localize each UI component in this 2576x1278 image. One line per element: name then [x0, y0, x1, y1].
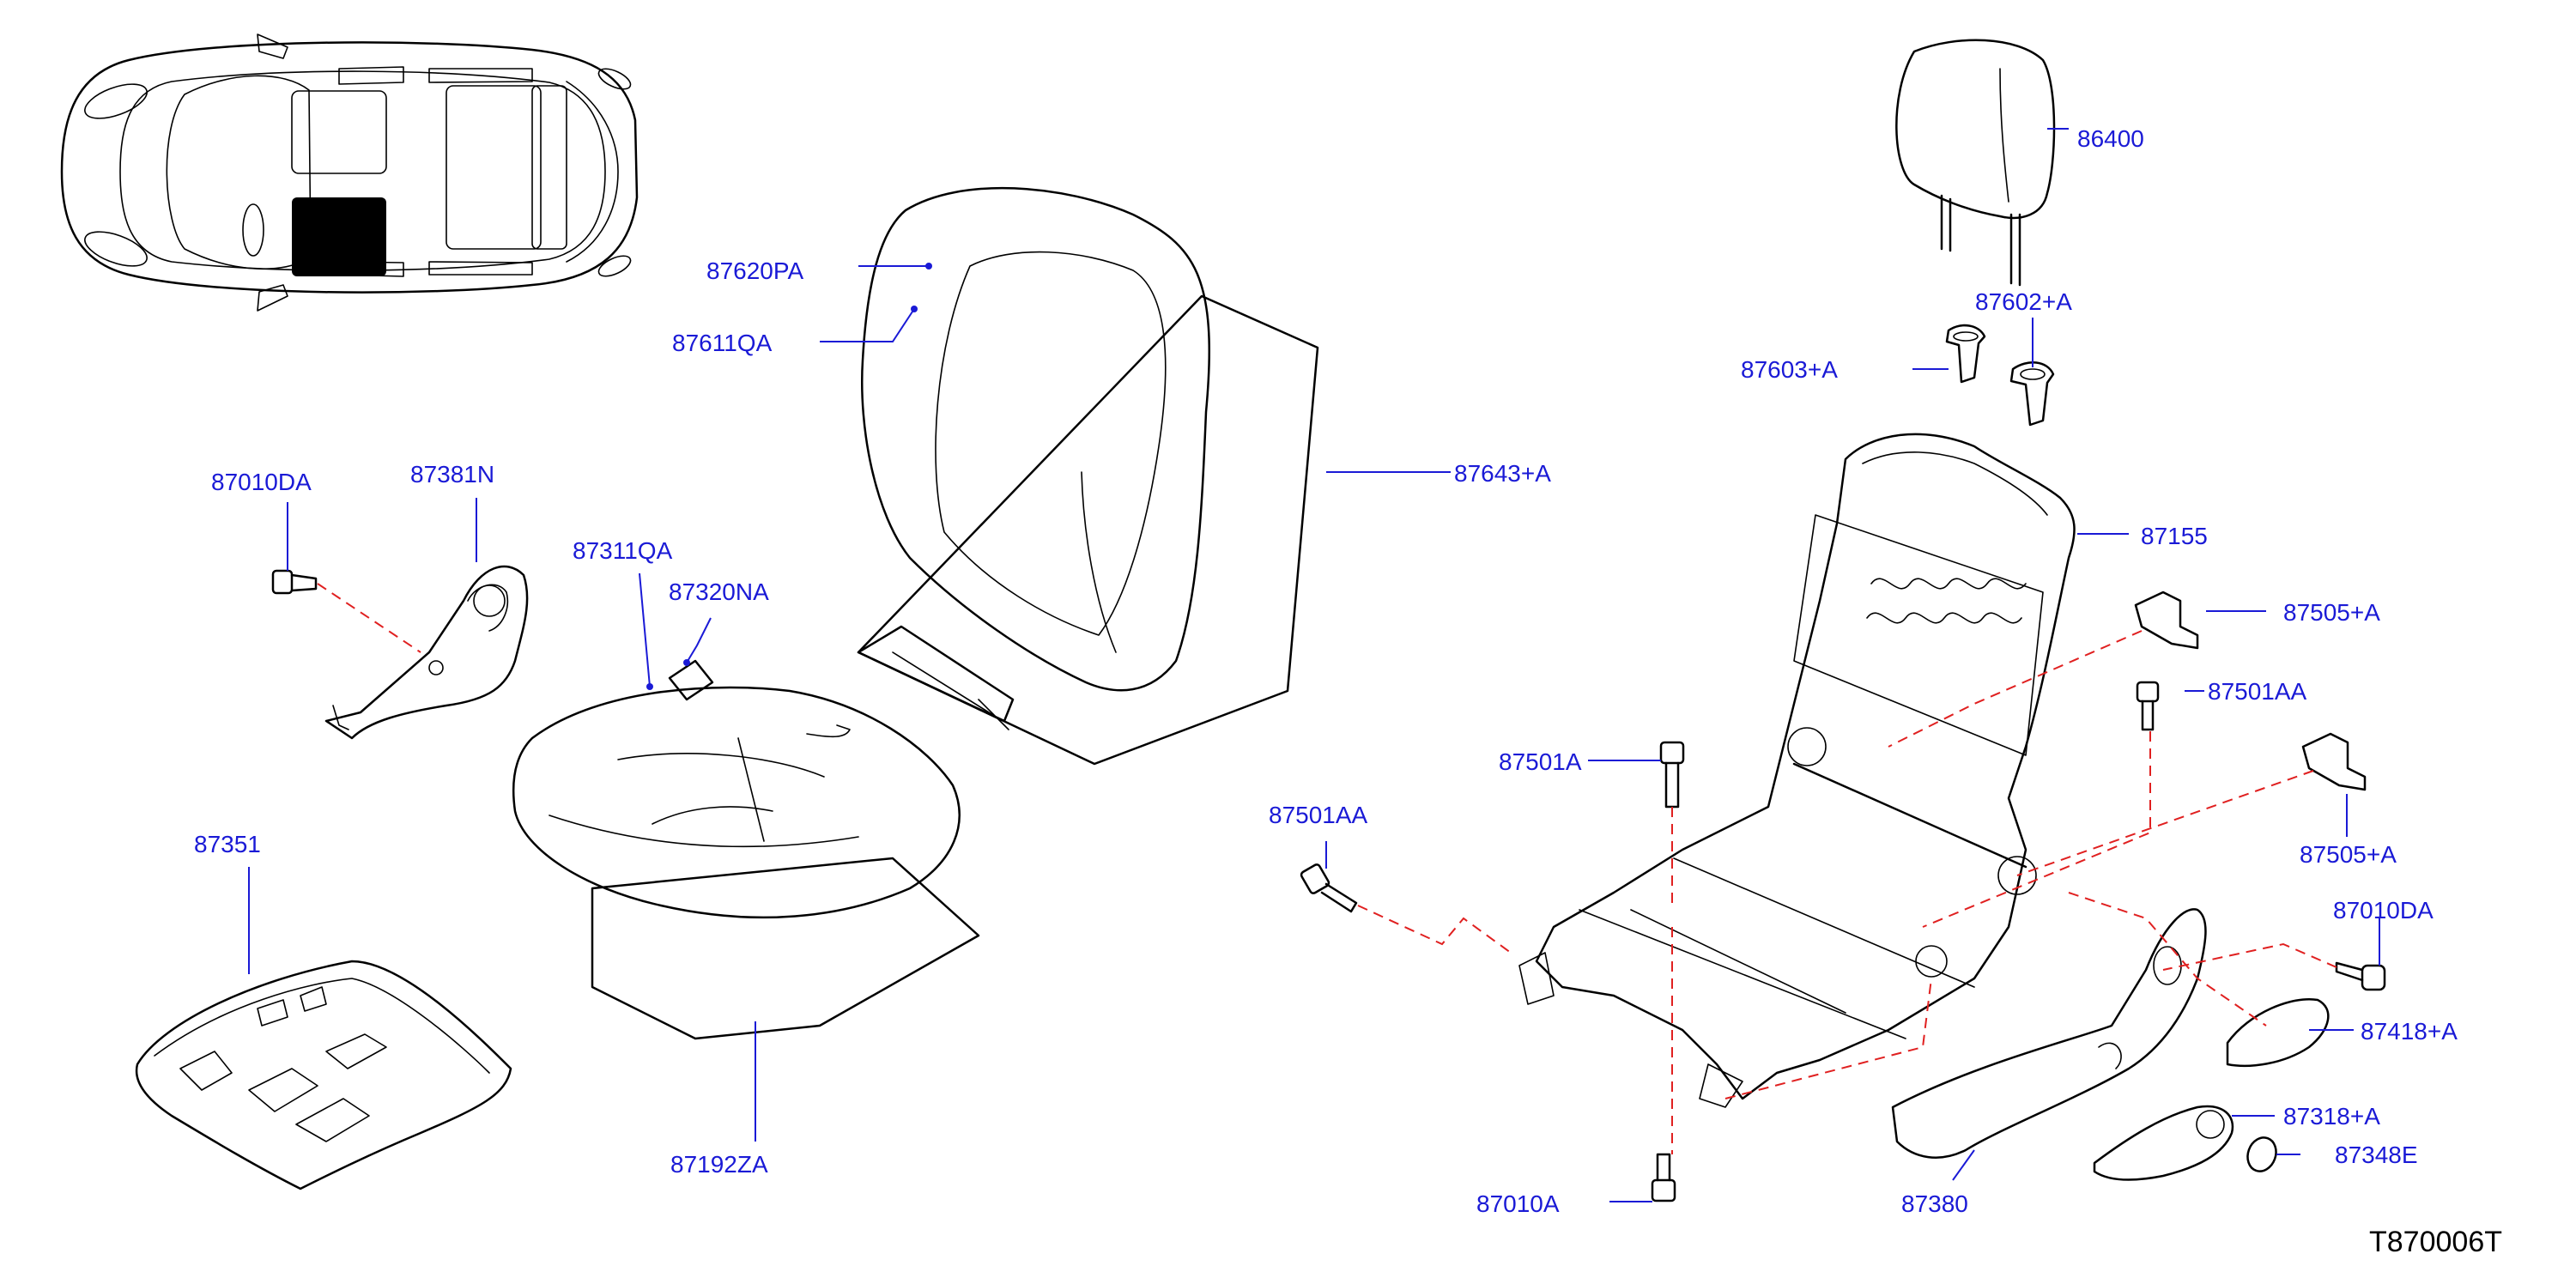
bolt-87010a [1651, 1153, 1676, 1202]
side-cover-87418a [2226, 998, 2330, 1068]
label-87318a: 87318+A [2283, 1103, 2380, 1130]
label-87381n: 87381N [410, 461, 495, 488]
label-87505a-top: 87505+A [2283, 599, 2380, 626]
label-87311qa: 87311QA [573, 537, 673, 564]
label-87603a: 87603+A [1741, 356, 1838, 383]
label-87380: 87380 [1901, 1190, 1968, 1217]
label-87501a: 87501A [1499, 748, 1582, 775]
label-87620pa: 87620PA [706, 257, 804, 284]
alignment-lines [317, 583, 2337, 1154]
drawing-id: T870006T [2369, 1226, 2502, 1258]
label-87602a: 87602+A [1975, 288, 2072, 315]
bolt-87501a [1659, 741, 1685, 809]
leader-lines [248, 128, 2380, 1202]
label-87320na: 87320NA [669, 578, 769, 605]
bolt-87501aa-left [1300, 863, 1358, 913]
seat-cushion-assembly [512, 659, 980, 1040]
bracket-87505-top [2134, 591, 2199, 650]
cap-87348e [2246, 1136, 2277, 1172]
vehicle-top-view [60, 33, 639, 312]
side-cover-87318a [2093, 1105, 2234, 1181]
cushion-pan-87351 [135, 960, 512, 1190]
headrest-86400 [1895, 39, 2056, 287]
bolt-87501aa-right [2136, 681, 2160, 731]
label-86400: 86400 [2077, 125, 2144, 152]
label-87611qa: 87611QA [672, 330, 773, 356]
label-87501aa-right: 87501AA [2208, 678, 2307, 705]
side-cover-87380 [1891, 908, 2207, 1159]
label-87505a-bottom: 87505+A [2300, 841, 2397, 868]
label-87192za: 87192ZA [670, 1151, 768, 1178]
label-87418a: 87418+A [2361, 1018, 2458, 1045]
seat-back-assembly [857, 186, 1319, 766]
label-87501aa-left: 87501AA [1269, 802, 1368, 828]
label-87155: 87155 [2141, 523, 2208, 549]
label-87010a: 87010A [1476, 1190, 1560, 1217]
label-87348e: 87348E [2335, 1142, 2418, 1168]
label-87010da-left: 87010DA [211, 469, 312, 495]
label-87010da-right: 87010DA [2333, 897, 2434, 924]
headrest-guides [1945, 324, 2055, 427]
label-87351: 87351 [194, 831, 261, 857]
bolt-87010da-right [2335, 961, 2386, 991]
seat-frame-87155 [1518, 433, 2076, 1108]
recliner-lever-87381n [271, 565, 529, 740]
label-87643a: 87643+A [1454, 460, 1551, 487]
bracket-87505-bottom [2301, 732, 2367, 791]
